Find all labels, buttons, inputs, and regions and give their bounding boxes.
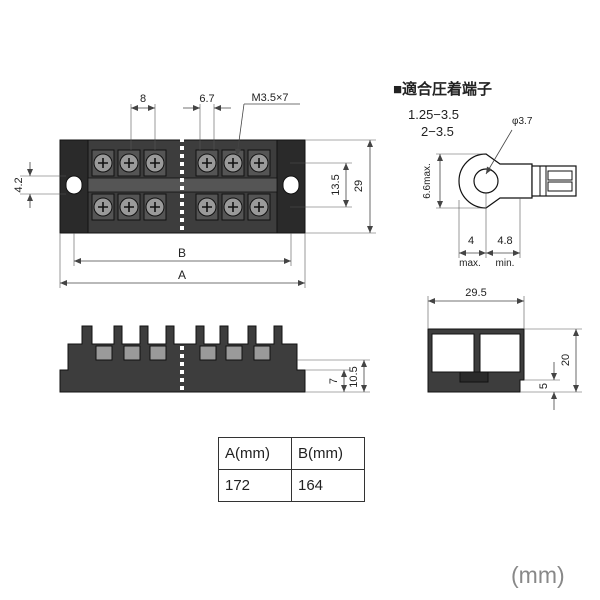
front-screw [199,345,217,361]
screw-terminal [117,193,141,221]
screw-terminal [247,193,271,221]
dim-height: 29 [305,139,376,234]
dim-ring-length-note: max. [459,258,481,269]
dim-height-label: 29 [353,180,365,192]
dim-side-height-label: 20 [560,354,572,366]
dim-mount-hole-label: 4.2 [13,177,25,192]
table-header-a: A(mm) [218,437,292,470]
ring-lug-drawing [458,153,577,209]
screw-terminal [117,149,141,177]
dim-lug-width-label: 6.6max. [422,163,433,199]
table-header-b: B(mm) [291,437,365,470]
side-window [431,333,475,373]
dim-terminal-spacing-label: 13.5 [330,174,342,195]
dim-base-height-label: 7 [328,378,340,384]
lug-size-2: 2−3.5 [421,124,454,139]
dim-hole-diameter: φ3.7 [485,116,533,175]
dim-hole-diameter-label: φ3.7 [512,116,533,127]
dim-barrel-length-note: min. [496,258,515,269]
front-view: 7 10.5 [59,322,370,396]
dim-pitch: 8 [130,93,156,150]
screw-terminal [143,193,167,221]
dim-side-width-label: 29.5 [465,287,486,299]
dim-pitch-label: 8 [140,93,146,105]
dim-terminal-spacing: 13.5 [290,162,352,208]
table-row: 172 164 [218,469,365,502]
dim-side-base-label: 5 [538,383,550,389]
screw-terminal [91,193,115,221]
dim-b-label: B [178,246,186,260]
front-screw [95,345,113,361]
front-screw [149,345,167,361]
side-view: 29.5 20 5 [427,287,582,410]
lug-size-1: 1.25−3.5 [408,107,459,122]
screw-terminal [221,193,245,221]
dim-barrel-length: 4.8 min. [486,235,520,269]
dim-screw-width: 6.7 [183,93,231,150]
screw-terminal [221,149,245,177]
dim-b: B [73,233,292,266]
front-screw [253,345,271,361]
dim-screw-width-label: 6.7 [199,93,214,105]
screw-terminal [143,149,167,177]
mounting-hole-left [65,175,83,195]
table-value-b: 164 [291,469,365,502]
dim-a-label: A [178,268,186,282]
dim-base-height: 7 [305,369,370,393]
crimp-terminal-section: ■適合圧着端子 1.25−3.5 2−3.5 φ3.7 6.6max. [393,80,577,269]
table-value-a: 172 [218,469,292,502]
dim-side-height: 20 [520,328,582,393]
front-screw [123,345,141,361]
dim-mount-hole: 4.2 [13,162,66,208]
dim-body-height: 10.5 [297,359,370,392]
dim-ring-length: 4 max. [458,193,521,269]
front-screw [225,345,243,361]
dim-ring-length-label: 4 [468,235,474,247]
screw-terminal [195,149,219,177]
dim-barrel-length-label: 4.8 [497,235,512,247]
screw-spec-label: M3.5×7 [252,92,289,104]
dim-side-base: 5 [524,362,560,410]
dimension-table: A(mm) B(mm) 172 164 [218,437,365,502]
table-header-row: A(mm) B(mm) [218,437,365,470]
screw-spec-callout: M3.5×7 [234,92,300,157]
side-window [479,333,521,373]
dim-body-height-label: 10.5 [348,366,360,387]
dim-a: A [59,233,306,288]
screw-terminal [247,149,271,177]
screw-terminal [91,149,115,177]
crimp-terminal-title: ■適合圧着端子 [393,80,492,98]
unit-label: (mm) [511,562,565,588]
top-view: 8 6.7 M3.5×7 4.2 13.5 [13,92,376,288]
screw-terminal [195,193,219,221]
mounting-hole-right [282,175,300,195]
dim-side-width: 29.5 [427,287,525,329]
dim-lug-width: 6.6max. [422,153,486,209]
